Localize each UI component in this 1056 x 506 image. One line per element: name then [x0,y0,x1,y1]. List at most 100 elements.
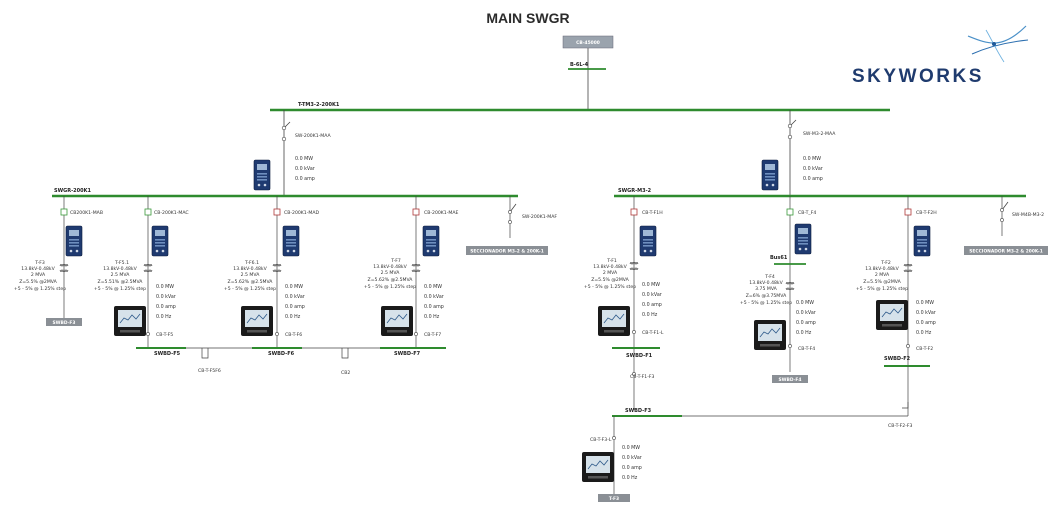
cb-f3-l-label: CB-T-F3-L [590,437,612,443]
cb-lf4[interactable] [412,208,420,216]
cb-lf1[interactable] [60,208,68,216]
lf4-amp: 0.0 amp [424,304,444,310]
left-main-mw: 0.0 MW [295,156,313,162]
swbd-lf4-label: SWBD-F7 [394,351,421,357]
tx-rf2-rating: 13.8kV-0.48kV [749,280,783,286]
lf3-kvar: 0.0 kVar [285,294,305,300]
rf2-hz: 0.0 Hz [796,330,812,336]
tx-lf2-rating: 13.8kV-0.48kV [103,266,137,272]
switch-left-secc-label: SW-200K1-MAF [522,214,557,220]
cb-lf2[interactable] [144,208,152,216]
top-breaker[interactable] [562,35,614,49]
lf3-amp: 0.0 amp [285,304,305,310]
meter-rf3[interactable] [875,299,909,331]
tx-lf4-name: T-F7 [390,258,401,264]
tx-lf1-mva: 2 MVA [31,272,46,278]
rf1-kvar: 0.0 kVar [642,292,662,298]
meter-f3[interactable] [581,451,615,483]
relay-rf3[interactable] [913,225,931,257]
skyworks-logo: SKYWORKS [852,66,984,87]
rf1-amp: 0.0 amp [642,302,662,308]
swbd-rf2-label: SWBD-F4 [779,377,802,383]
left-main-amp: 0.0 amp [295,176,315,182]
lf4-mw: 0.0 MW [424,284,442,290]
cb-rf2[interactable] [786,208,794,216]
right-main-amp: 0.0 amp [803,176,823,182]
tx-lf4-imp: Z=5.62% @2.5MVA [368,277,414,283]
f3-mw: 0.0 MW [622,445,640,451]
seccionador-right-label: SECCIONADOR M3-2 & 200K-1 [969,249,1043,255]
rf3-hz: 0.0 Hz [916,330,932,336]
lf4-kvar: 0.0 kVar [424,294,444,300]
tx-rf1-imp: Z=5.5% @2MVA [591,277,629,283]
cb2-rf3-label: CB-T-F2 [916,346,933,352]
meter-rf1[interactable] [597,305,631,337]
tf3-box[interactable] [598,494,630,502]
meter-lf3[interactable] [240,305,274,337]
f3-amp: 0.0 amp [622,465,642,471]
main-bus-label: T-TM3-2-200K1 [298,102,340,108]
meter-lf2[interactable] [113,305,147,337]
meter-lf4[interactable] [380,305,414,337]
cb2-rf2-label: CB-T-F4 [798,346,815,352]
tx-lf4-rating: 13.8kV-0.48kV [373,264,407,270]
relay-lf2[interactable] [151,225,169,257]
relay-rf2[interactable] [794,223,812,255]
lf2-mw: 0.0 MW [156,284,174,290]
cb2-lf2-label: CB-T-F5 [156,332,173,338]
lf4-hz: 0.0 Hz [424,314,440,320]
tie-left-2-label: CB2 [341,370,350,376]
seccionador-left[interactable] [466,246,548,255]
tx-rf3-tap: +5 - 5% @ 1.25% step [856,286,908,292]
cb-lf3[interactable] [273,208,281,216]
cb-rf1[interactable] [630,208,638,216]
right-main-kvar: 0.0 kVar [803,166,823,172]
tx-lf3-mva: 2.5 MVA [241,272,261,278]
cb-lf4-label: CB-200K1-MAE [424,210,458,216]
tf3-label: T-F3 [609,496,619,502]
cb-f1-f3-label: CB-T-F1-F3 [630,374,655,380]
lf3-hz: 0.0 Hz [285,314,301,320]
tx-rf1-mva: 2 MVA [603,270,618,276]
switch-right-label: SW-M3-2-MAA [803,131,836,137]
meter-rf2[interactable] [753,319,787,351]
tx-rf3-mva: 2 MVA [875,272,890,278]
relay-lf4[interactable] [422,225,440,257]
top-bus-label: B-6L-4 [570,62,589,68]
lf2-amp: 0.0 amp [156,304,176,310]
rf1-mw: 0.0 MW [642,282,660,288]
f3-kvar: 0.0 kVar [622,455,642,461]
tx-rf3-imp: Z=5.5% @2MVA [863,279,901,285]
relay-left-main[interactable] [253,159,271,191]
relay-right-main[interactable] [761,159,779,191]
tx-rf2-name: T-F4 [764,274,775,280]
diagram-title: MAIN SWGR [486,10,570,26]
relay-lf3[interactable] [282,225,300,257]
tx-lf3-imp: Z=5.62% @2.5MVA [228,279,274,285]
swbd-rf2[interactable] [772,375,808,383]
tx-rf3-name: T-F2 [880,260,891,266]
cb-lf1-label: CB200K1-MAB [70,210,103,216]
tx-lf3-name: T-F6.1 [244,260,259,266]
relay-lf1[interactable] [65,225,83,257]
tx-lf2-name: T-F5.1 [114,260,129,266]
cb-f2-f3-label: CB-T-F2-F3 [888,423,913,429]
lf2-kvar: 0.0 kVar [156,294,176,300]
tx-rf1-rating: 13.8kV-0.48kV [593,264,627,270]
swbd-lf1[interactable] [46,318,82,326]
seccionador-right[interactable] [964,246,1048,255]
cb-lf2-label: CB-200K1-MAC [154,210,189,216]
relay-rf1[interactable] [639,225,657,257]
cb-rf3[interactable] [904,208,912,216]
left-main-kvar: 0.0 kVar [295,166,315,172]
rf2-amp: 0.0 amp [796,320,816,326]
cb-lf3-label: CB-200K1-MAD [284,210,319,216]
tx-lf4-mva: 2.5 MVA [381,270,401,276]
swbd-lf1-label: SWBD-F3 [53,320,76,326]
tx-lf4-tap: +5 - 5% @ 1.25% step [364,284,416,290]
rf1-hz: 0.0 Hz [642,312,658,318]
rf3-mw: 0.0 MW [916,300,934,306]
tx-rf1-tap: +5 - 5% @ 1.25% step [584,284,636,290]
swbd-f3-label: SWBD-F3 [625,408,652,414]
